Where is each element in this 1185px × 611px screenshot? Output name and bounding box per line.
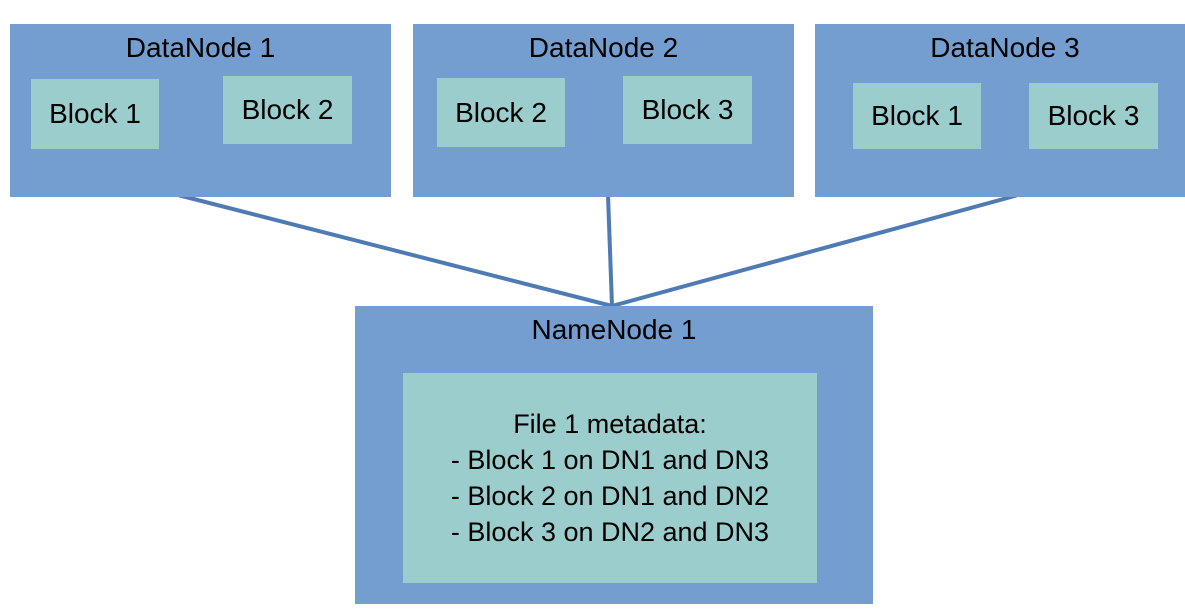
datanode-2-block-a: Block 2 [437,78,565,147]
metadata-line-1: - Block 1 on DN1 and DN3 [450,445,770,475]
datanode-3-block-b: Block 3 [1029,83,1158,149]
metadata-line-2: - Block 2 on DN1 and DN2 [450,481,770,511]
datanode-3-title: DataNode 3 [930,32,1080,63]
metadata-line-3: - Block 3 on DN2 and DN3 [450,517,770,547]
datanode-2-block-b: Block 3 [623,76,752,144]
datanode-1: DataNode 1 Block 1 Block 2 [10,24,391,197]
datanode-1-block-b: Block 2 [223,76,352,144]
datanode-3-block-a: Block 1 [853,83,981,149]
datanode-1-block-a: Block 1 [31,79,159,149]
datanode-2-title: DataNode 2 [528,32,679,63]
namenode-1: NameNode 1 File 1 metadata: - Block 1 on… [355,306,873,604]
file-metadata-panel: File 1 metadata: - Block 1 on DN1 and DN… [403,373,817,583]
connector-dn1-namenode [177,193,613,308]
datanode-1-title: DataNode 1 [125,32,276,63]
connector-dn2-namenode [606,194,614,307]
datanode-2: DataNode 2 Block 2 Block 3 [413,24,794,197]
metadata-heading: File 1 metadata: [513,409,707,439]
namenode-1-title: NameNode 1 [531,314,697,345]
datanode-3: DataNode 3 Block 1 Block 3 [815,24,1185,197]
connector-dn3-namenode [611,193,1019,308]
